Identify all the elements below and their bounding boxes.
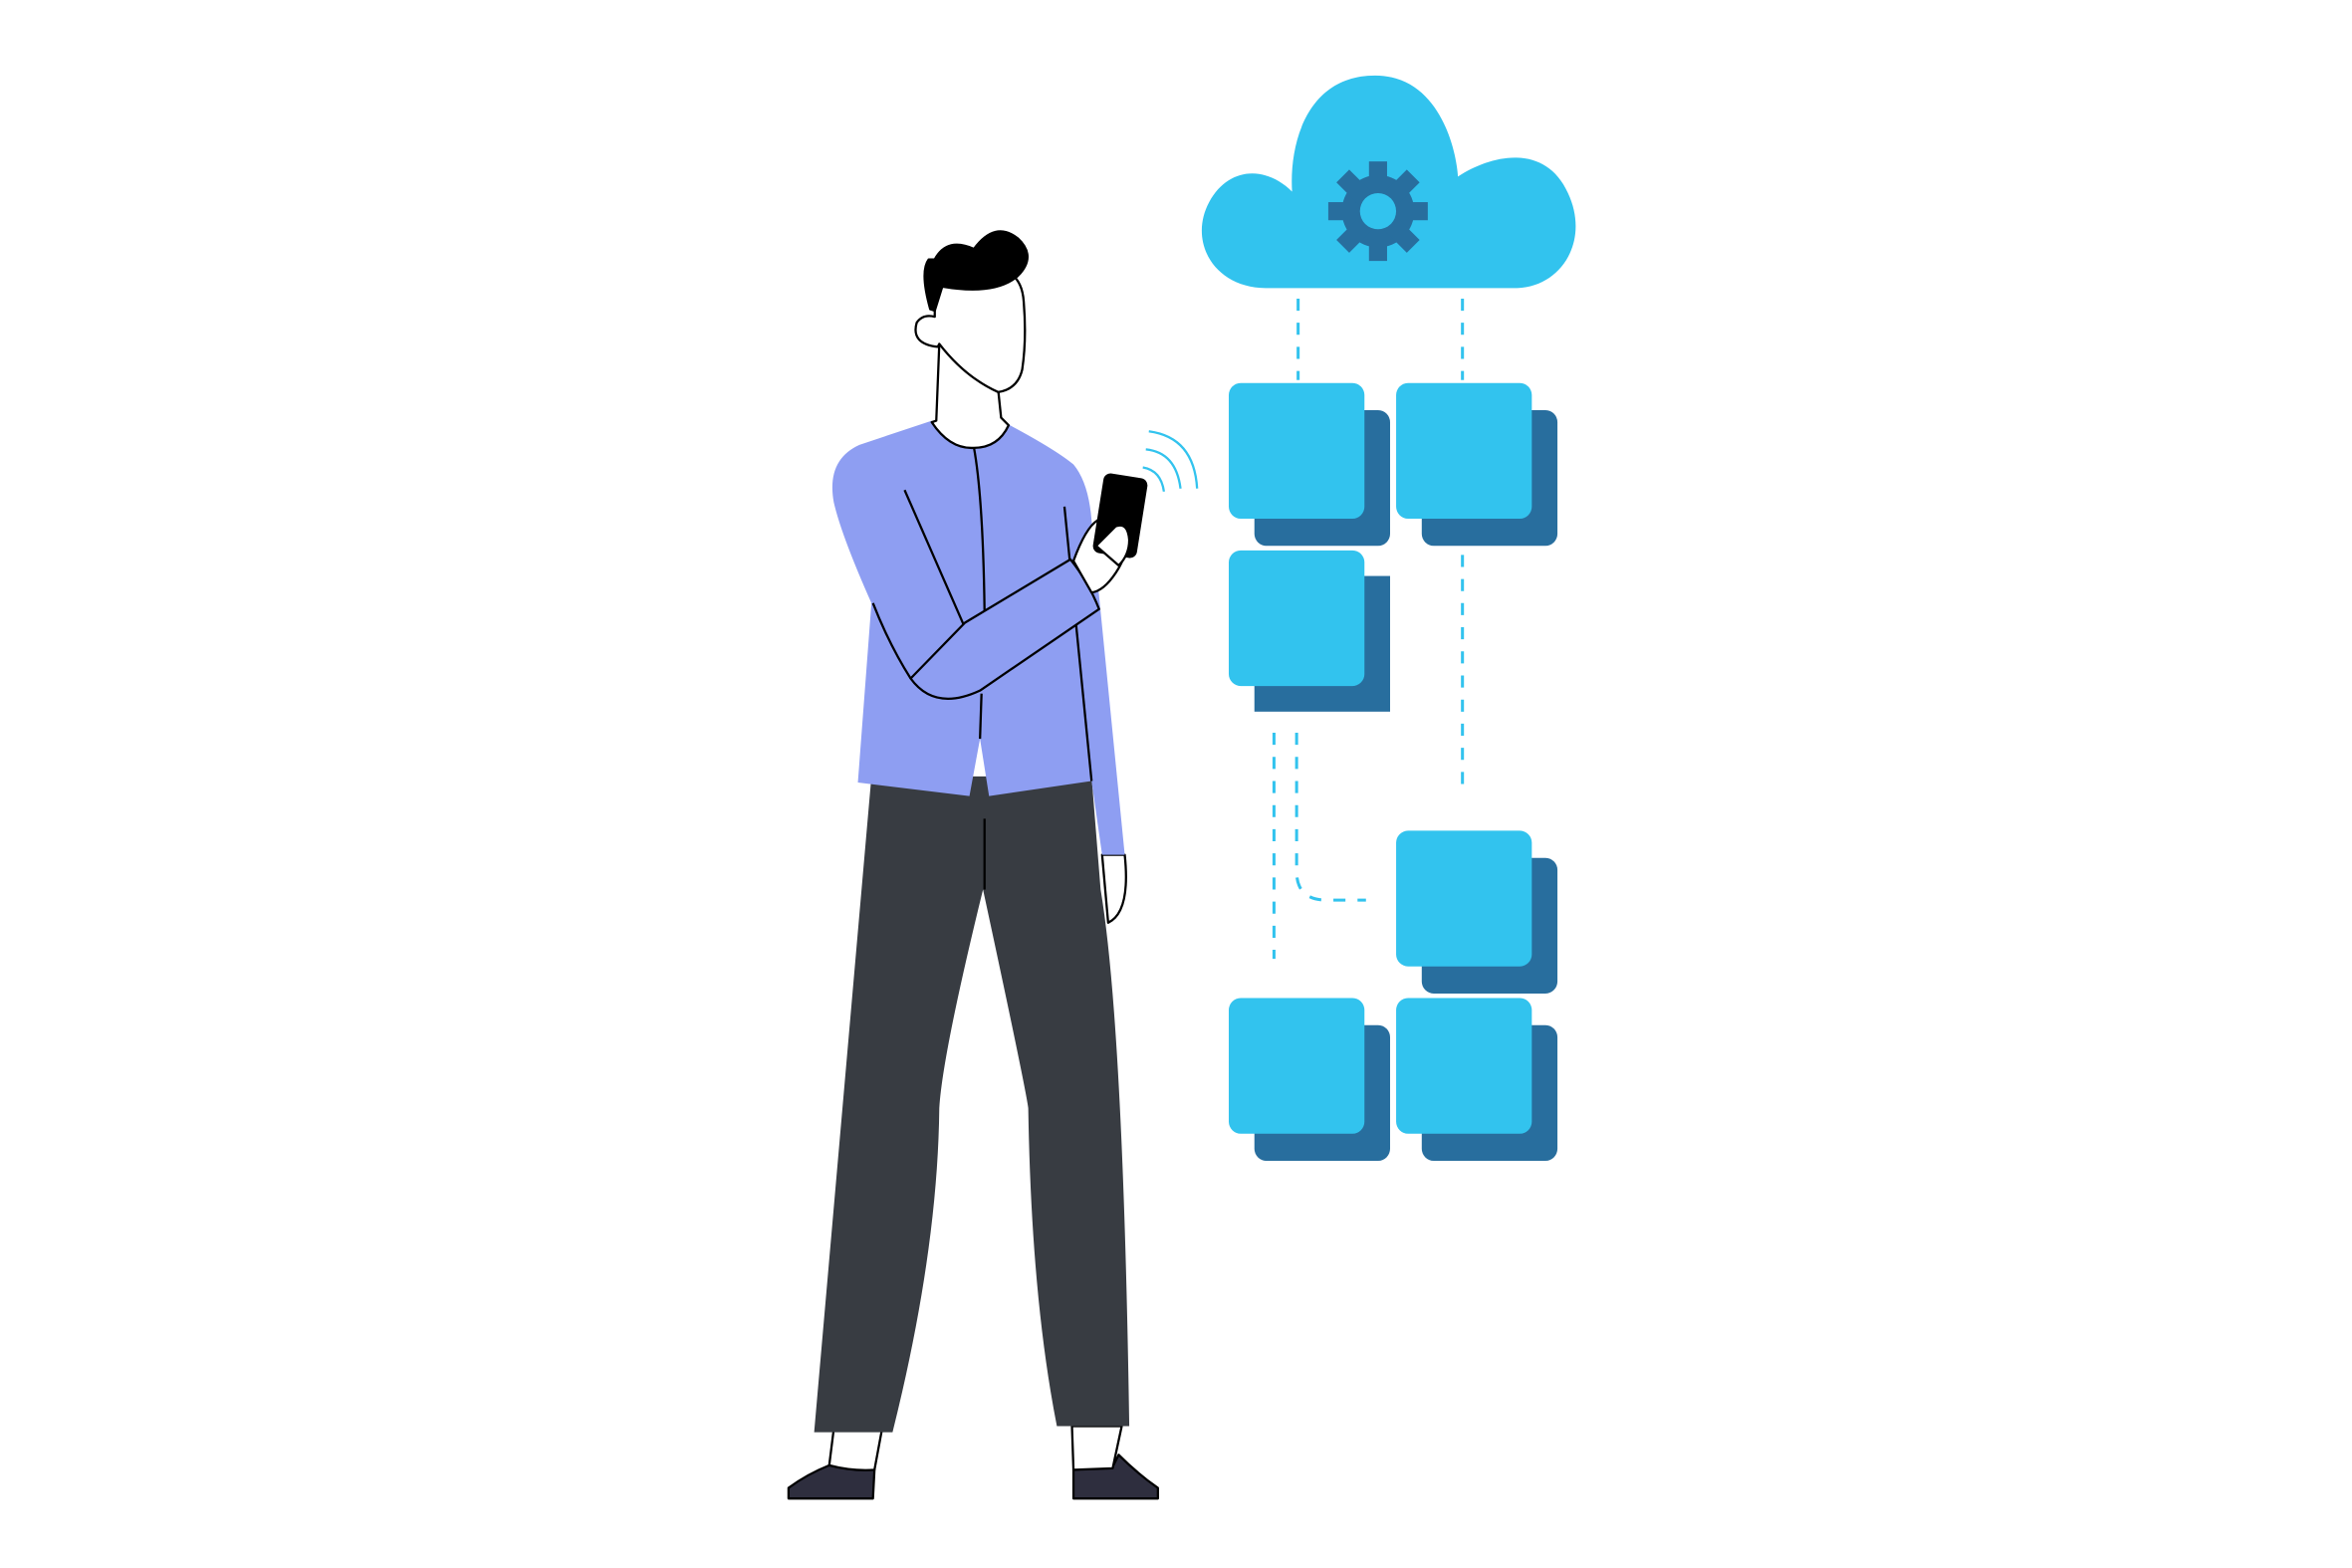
tile-2 xyxy=(1396,382,1558,547)
tile-stack xyxy=(1228,382,1558,1162)
hair xyxy=(923,230,1029,313)
pants xyxy=(814,776,1130,1433)
gear-icon xyxy=(1327,161,1428,262)
neck xyxy=(930,342,1011,449)
cloud xyxy=(1201,75,1576,289)
tile-6 xyxy=(1396,998,1558,1162)
tile-3 xyxy=(1228,550,1391,712)
person xyxy=(787,230,1199,1500)
tile-1 xyxy=(1228,382,1391,547)
tile-5 xyxy=(1228,998,1391,1162)
tile-4 xyxy=(1396,830,1558,994)
head xyxy=(914,270,1027,393)
wifi-signal-icon xyxy=(1142,430,1199,492)
right-shoe xyxy=(1071,1454,1159,1500)
